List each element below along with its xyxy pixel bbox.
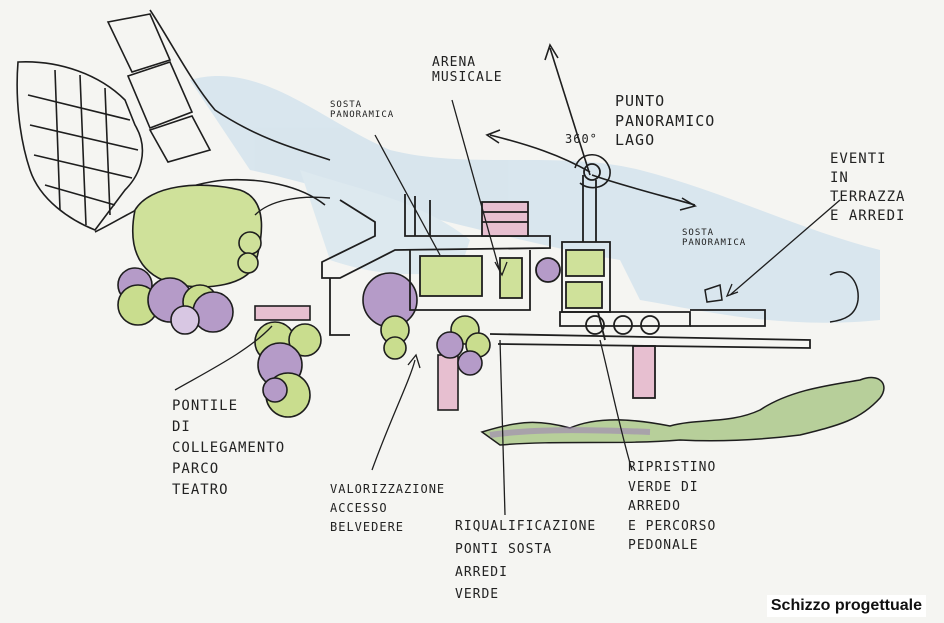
caption: Schizzo progettuale bbox=[766, 595, 926, 617]
tree-cluster-pier bbox=[254, 305, 322, 418]
lake-wash bbox=[190, 76, 880, 323]
tree-cluster-belvedere bbox=[362, 272, 418, 360]
arena-building bbox=[321, 194, 561, 336]
label-360: 360° bbox=[565, 132, 598, 146]
viewpoint-arrows bbox=[485, 43, 698, 211]
hedge-strip bbox=[480, 376, 885, 446]
tree-cluster-left bbox=[117, 231, 262, 335]
tree-cluster-center bbox=[436, 315, 491, 411]
label-ripristino: RIPRISTINO VERDE DI ARREDO E PERCORSO PE… bbox=[628, 460, 717, 553]
leader-lines bbox=[174, 99, 841, 516]
park-area bbox=[132, 184, 331, 288]
label-punto-panoramico: PUNTO PANORAMICO LAGO bbox=[615, 92, 716, 149]
label-valorizzazione: VALORIZZAZIONE ACCESSO BELVEDERE bbox=[330, 482, 446, 535]
label-arena-musicale: ARENA MUSICALE bbox=[432, 55, 503, 85]
label-pontile: PONTILE DI COLLEGAMENTO PARCO TEATRO bbox=[172, 398, 286, 498]
label-sosta-panoramica-1: SOSTA PANORAMICA bbox=[330, 100, 395, 121]
coastline bbox=[704, 271, 859, 323]
label-eventi-in-terrazza: EVENTI IN TERRAZZA E ARREDI bbox=[830, 151, 906, 224]
label-sosta-panoramica-2: SOSTA PANORAMICA bbox=[682, 228, 747, 249]
grid-building bbox=[16, 9, 331, 233]
panoramic-building bbox=[489, 163, 811, 399]
label-riqualificazione: RIQUALIFICAZIONE PONTI SOSTA ARREDI VERD… bbox=[455, 519, 597, 603]
